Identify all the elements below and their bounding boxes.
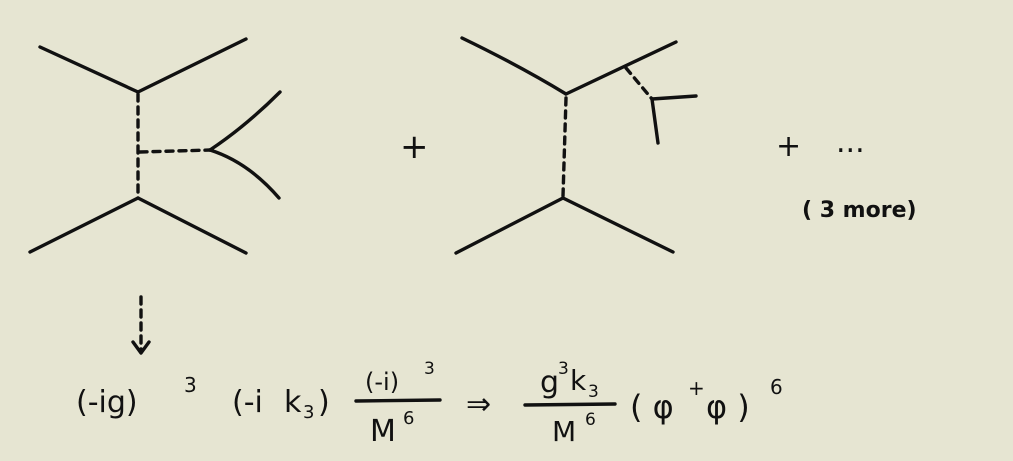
- implies-arrow: ⇒: [466, 387, 491, 422]
- d2-top-right-leg: [564, 40, 678, 96]
- result-field-exponent: 6: [770, 375, 783, 399]
- d2-bottom-right-leg: [561, 196, 675, 254]
- d2-branch-propagator: [624, 66, 654, 101]
- factor-coupling-g-exponent: 3: [184, 373, 197, 397]
- d1-top-right-leg: [136, 37, 248, 94]
- result-fraction-bar: [523, 402, 617, 407]
- propagator-denominator-exponent: 6: [403, 408, 414, 429]
- result-numerator-k-subscript: 3: [588, 382, 599, 402]
- propagator-numerator: (-i): [365, 368, 399, 396]
- result-numerator-g-exponent: 3: [558, 359, 569, 379]
- d2-branch-down-leg: [650, 97, 660, 145]
- d1-side-lower-leg: [208, 148, 281, 200]
- result-denominator-exponent: 6: [585, 410, 596, 430]
- result-numerator-k: k: [570, 364, 587, 397]
- d1-propagator-side: [138, 148, 212, 154]
- propagator-denominator: M: [370, 414, 396, 449]
- d1-top-left-leg: [38, 45, 140, 94]
- result-field-dagger: +: [688, 376, 705, 400]
- factor-coupling-k: (-i: [232, 385, 263, 420]
- amplitude-formula: (-ig) 3 (-i k 3 ) (-i) 3 M 6 ⇒ g 3 k 3 M…: [76, 359, 783, 449]
- result-numerator-g: g: [540, 365, 559, 400]
- feynman-diagram-2: [454, 36, 698, 255]
- propagator-numerator-exponent: 3: [424, 359, 435, 379]
- d1-bottom-right-leg: [136, 196, 248, 255]
- result-denominator: M: [552, 415, 576, 448]
- down-arrow: [131, 295, 151, 355]
- factor-coupling-k-subscript: 3: [303, 402, 314, 423]
- result-field-open: ( φ: [630, 388, 674, 426]
- propagator-fraction-bar: [354, 398, 442, 403]
- d2-propagator-vertical: [561, 96, 568, 198]
- result-field-close: φ ): [706, 388, 750, 426]
- factor-coupling-k-letter: k: [284, 385, 302, 420]
- d1-side-upper-leg: [208, 90, 282, 152]
- d1-bottom-left-leg: [28, 196, 140, 254]
- plus-sign-1: +: [400, 127, 429, 167]
- more-diagrams-note: ( 3 more): [802, 198, 917, 223]
- ellipsis: ...: [836, 125, 865, 160]
- factor-coupling-g: (-ig): [76, 385, 138, 420]
- d2-branch-right-leg: [650, 94, 698, 101]
- plus-sign-2: +: [776, 129, 801, 164]
- feynman-diagram-1: [28, 37, 282, 255]
- factor-coupling-k-close: ): [318, 385, 330, 420]
- d2-bottom-left-leg: [454, 196, 565, 255]
- d2-top-left-leg: [460, 36, 568, 96]
- down-arrow-head: [131, 340, 151, 355]
